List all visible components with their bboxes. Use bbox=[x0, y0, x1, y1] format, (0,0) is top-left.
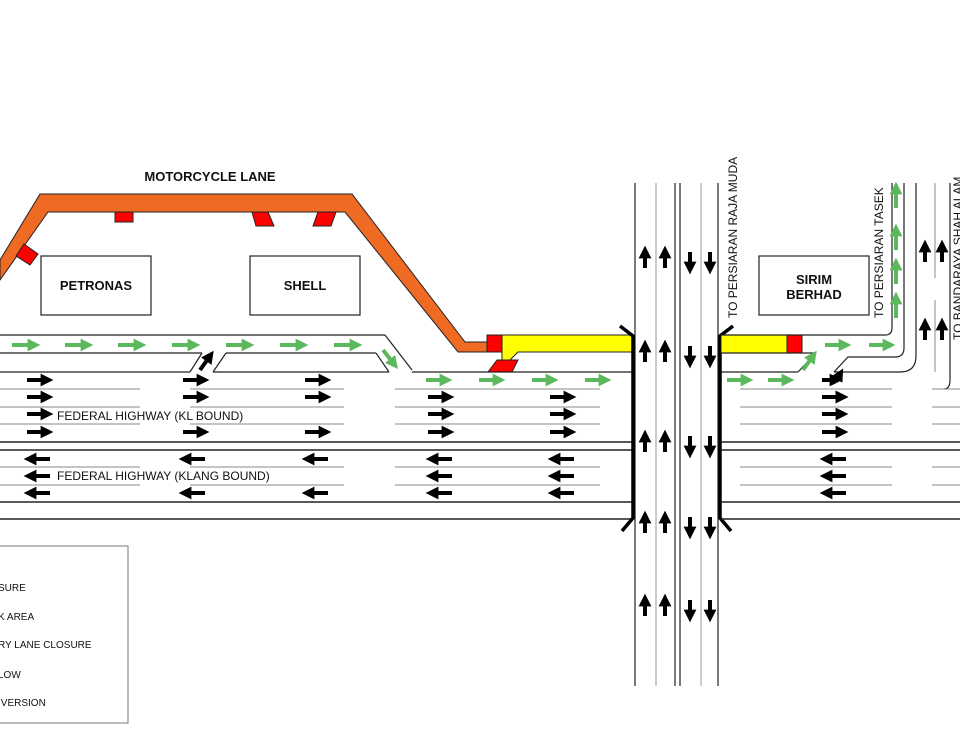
legend-item: K AREA bbox=[0, 612, 34, 623]
shell-building bbox=[249, 255, 361, 316]
work-area bbox=[114, 211, 134, 223]
traffic-arrow-icon bbox=[831, 368, 844, 383]
service-road-west bbox=[0, 334, 632, 373]
traffic-arrow-icon bbox=[198, 350, 214, 372]
legend-item: LOW bbox=[0, 670, 21, 681]
legend-item: RY LANE CLOSURE bbox=[0, 640, 92, 651]
motorcycle-lane-title: MOTORCYCLE LANE bbox=[144, 169, 276, 184]
tasek-label: TO PERSIARAN TASEK bbox=[872, 187, 886, 318]
petronas-label: PETRONAS bbox=[60, 278, 133, 293]
shah-alam-label: TO BANDARAYA SHAH ALAM bbox=[951, 177, 960, 340]
temporary-closure-east bbox=[720, 334, 788, 354]
work-area bbox=[486, 334, 503, 353]
diversion-arrow-icon bbox=[381, 348, 398, 370]
sirim-label-line1: SIRIM bbox=[796, 272, 832, 287]
work-area bbox=[786, 334, 803, 354]
legend-item: IVERSION bbox=[0, 698, 46, 709]
east-lane-lines bbox=[740, 183, 960, 486]
legend-box bbox=[0, 545, 129, 724]
raja-muda-label: TO PERSIARAN RAJA MUDA bbox=[726, 157, 740, 318]
kl-bound-label: FEDERAL HIGHWAY (KL BOUND) bbox=[57, 409, 243, 423]
legend-item: SURE bbox=[0, 583, 26, 594]
persiaran-raja-muda-road bbox=[618, 183, 735, 686]
work-area bbox=[487, 359, 519, 373]
traffic-arrows bbox=[12, 181, 949, 623]
shell-label: SHELL bbox=[284, 278, 327, 293]
work-area bbox=[15, 243, 39, 266]
sirim-label-line2: BERHAD bbox=[786, 287, 842, 302]
petronas-building bbox=[40, 255, 152, 316]
temporary-closure-west bbox=[501, 334, 633, 361]
work-area bbox=[251, 211, 275, 227]
federal-highway-west bbox=[0, 388, 632, 520]
sirim-building bbox=[758, 255, 870, 316]
work-area bbox=[312, 211, 337, 227]
klang-bound-label: FEDERAL HIGHWAY (KLANG BOUND) bbox=[57, 469, 270, 483]
diversion-arrow-icon bbox=[801, 350, 817, 372]
